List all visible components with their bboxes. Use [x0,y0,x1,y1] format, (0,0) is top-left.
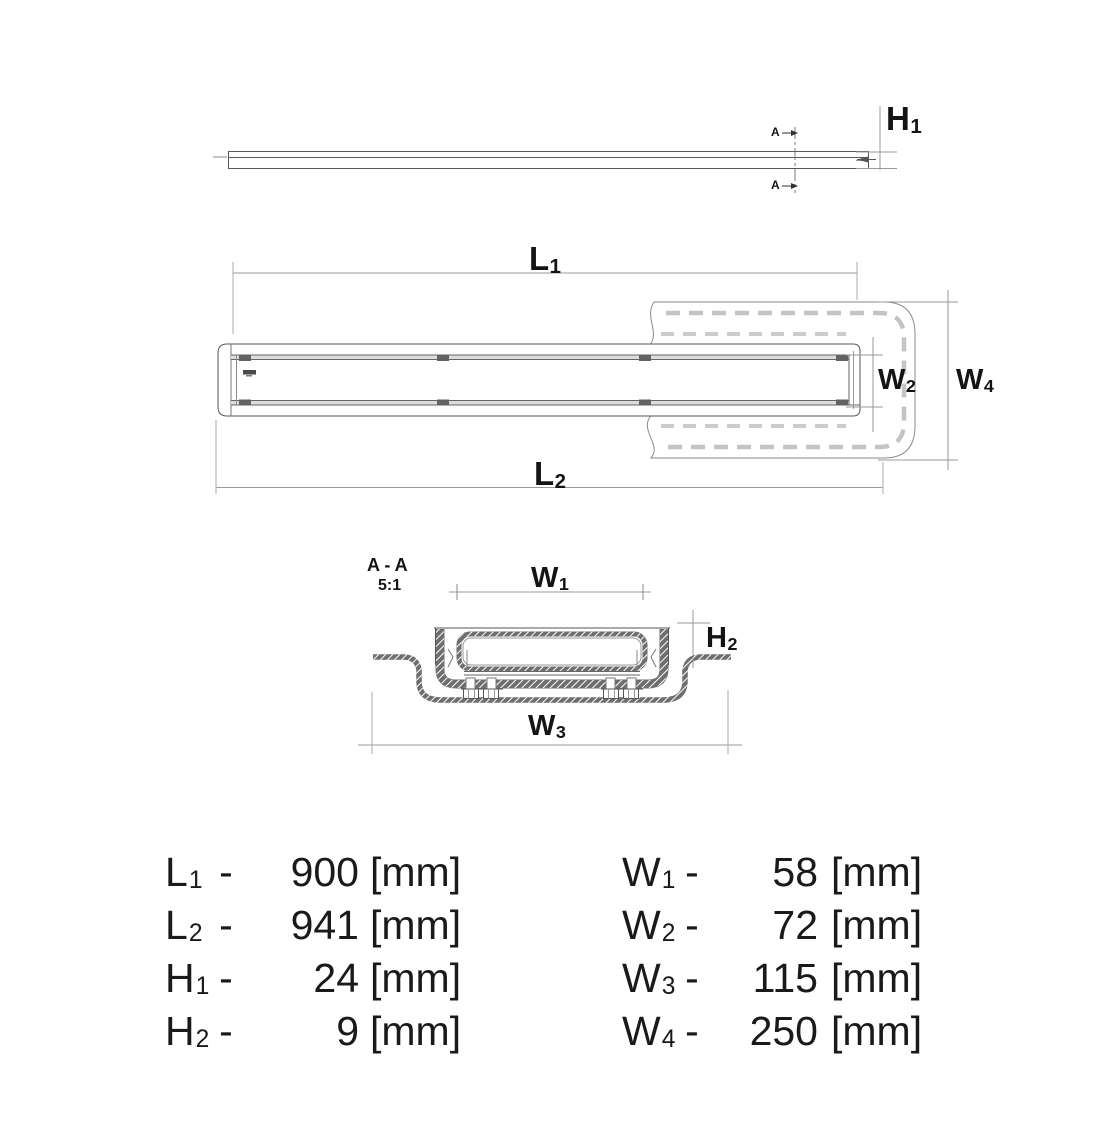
label-w3: W3 [528,710,566,742]
label-l2: L2 [534,455,566,494]
dimension-row-w3: W3 - 115 [mm] [622,952,922,1005]
brand-mark [243,370,256,377]
dim-dash: - [219,1008,233,1054]
dim-unit: [mm] [831,1008,923,1054]
dimension-row-w1: W1 - 58 [mm] [622,846,922,899]
dim-dash: - [685,849,699,895]
dim-dash: - [685,902,699,948]
dim-value: 250 [749,1008,818,1054]
dim-unit: [mm] [831,849,923,895]
section-view-title: A - A [367,555,408,575]
dimension-table-right: W1 - 58 [mm] W2 - 72 [mm] W3 - 115 [mm] … [622,846,922,1058]
dimension-row-h1: H1 - 24 [mm] [165,952,461,1005]
dim-symbol: W1 [622,849,676,895]
label-w4: W4 [956,364,994,396]
dim-value: 72 [772,902,818,948]
dimension-row-l1: L1 - 900 [mm] [165,846,461,899]
dim-dash: - [219,849,233,895]
dimension-table-left: L1 - 900 [mm] L2 - 941 [mm] H1 - 24 [mm]… [165,846,461,1058]
dimension-row-w2: W2 - 72 [mm] [622,899,922,952]
section-marker-top: A [771,125,780,139]
dim-value: 115 [752,955,818,1001]
fixing-bolts [461,677,643,699]
dim-symbol: H1 [165,955,210,1001]
plan-view [215,262,958,494]
dim-symbol: H2 [165,1008,210,1054]
tray-sheet [373,654,731,703]
section-marker-bottom: A [771,178,780,192]
label-h1: H1 [886,100,922,139]
side-view-profile [213,106,897,193]
dim-dash: - [219,955,233,1001]
dim-dash: - [219,902,233,948]
dim-unit: [mm] [831,955,923,1001]
dim-dash: - [685,955,699,1001]
channel-walls [434,627,670,689]
dim-dash: - [685,1008,699,1054]
drain-channel [217,343,861,417]
dim-symbol: W4 [622,1008,676,1054]
dim-value: 941 [290,902,359,948]
dim-value: 900 [290,849,359,895]
dim-symbol: L1 [165,849,203,895]
dim-symbol: W2 [622,902,676,948]
dimension-row-h2: H2 - 9 [mm] [165,1005,461,1058]
dim-value: 24 [313,955,359,1001]
dim-unit: [mm] [370,1008,462,1054]
dim-symbol: L2 [165,902,203,948]
dim-value: 9 [336,1008,359,1054]
label-h2: H2 [706,622,737,654]
dim-symbol: W3 [622,955,676,1001]
dim-unit: [mm] [831,902,923,948]
grate-insert [447,631,657,676]
label-w2: W2 [878,364,916,396]
section-view-scale: 5:1 [378,577,402,594]
label-l1: L1 [529,240,561,279]
dim-unit: [mm] [370,849,462,895]
dimension-row-w4: W4 - 250 [mm] [622,1005,922,1058]
dim-unit: [mm] [370,955,462,1001]
dimension-row-l2: L2 - 941 [mm] [165,899,461,952]
dim-unit: [mm] [370,902,462,948]
label-w1: W1 [531,562,569,594]
dim-value: 58 [772,849,818,895]
section-view [358,584,742,754]
